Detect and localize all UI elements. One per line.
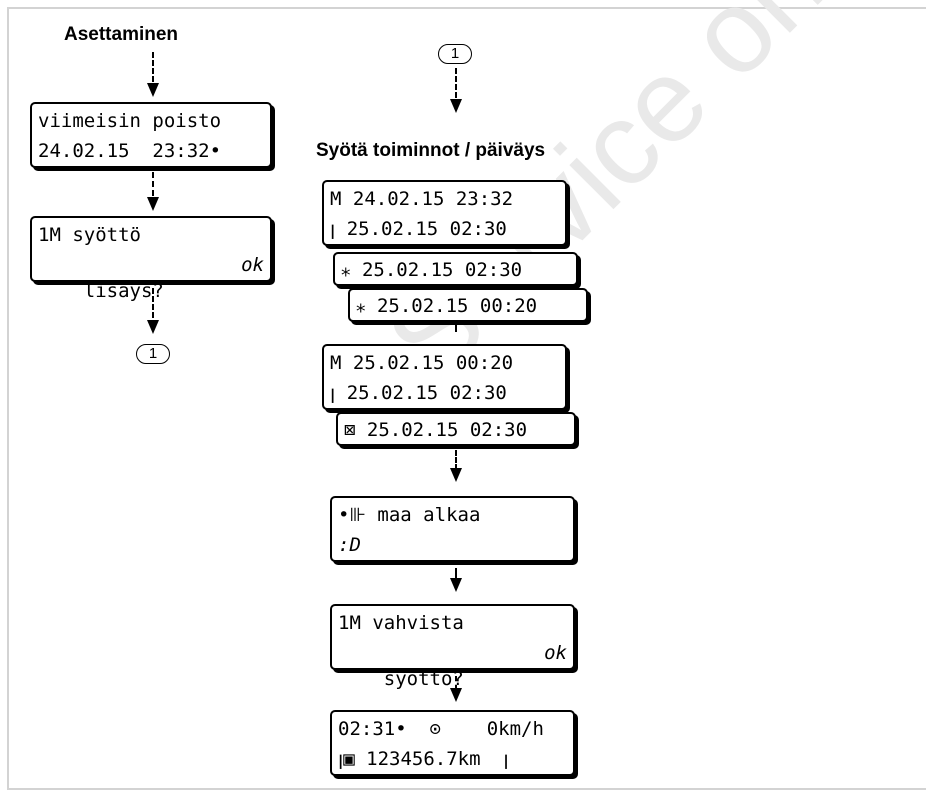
ok-label: ok bbox=[544, 642, 567, 664]
arrow-down-icon bbox=[450, 578, 462, 592]
display-rest-end: ⊠ 25.02.15 02:30 bbox=[336, 412, 576, 446]
arrow-down-icon bbox=[450, 468, 462, 482]
display-line: ⊠ 25.02.15 02:30 bbox=[344, 419, 528, 441]
connector-tick bbox=[455, 322, 457, 332]
step-marker-1: 1 bbox=[438, 44, 472, 64]
right-heading: Syötä toiminnot / päiväys bbox=[316, 140, 546, 161]
connector-line bbox=[455, 676, 457, 690]
display-line-2: ꞁ 25.02.15 02:30 bbox=[330, 382, 507, 404]
arrow-down-icon bbox=[147, 83, 159, 97]
display-manual-entry: 1M syöttö lisäys? ok bbox=[30, 216, 272, 302]
prompt-text: lisäys? bbox=[83, 280, 164, 302]
display-line-1: M 24.02.15 23:32 bbox=[330, 188, 514, 210]
display-manual-entry-1: M 24.02.15 23:32 ꞁ 25.02.15 02:30 bbox=[322, 180, 567, 246]
arrow-down-icon bbox=[147, 320, 159, 334]
prompt-text: syöttö? bbox=[383, 668, 464, 690]
display-country-start: •⊪ maa alkaa :D bbox=[330, 496, 575, 562]
display-line-1: •⊪ maa alkaa bbox=[338, 504, 481, 526]
left-heading: Asettaminen bbox=[64, 24, 179, 45]
connector-line bbox=[455, 568, 457, 582]
step-marker-1: 1 bbox=[136, 344, 170, 364]
connector-line bbox=[152, 172, 154, 196]
display-line-1: 1M vahvista bbox=[338, 612, 464, 634]
display-line: ⁎ 25.02.15 00:20 bbox=[356, 295, 538, 317]
diagram-frame bbox=[7, 7, 926, 790]
display-line-1: M 25.02.15 00:20 bbox=[330, 352, 514, 374]
display-line-1: viimeisin poisto bbox=[38, 110, 222, 132]
display-activity-start: ⁎ 25.02.15 02:30 bbox=[333, 252, 578, 286]
arrow-down-icon bbox=[147, 197, 159, 211]
display-last-removal: viimeisin poisto 24.02.15 23:32• bbox=[30, 102, 272, 168]
display-line-2: ꞁ▣ 123456.7km ꞁ bbox=[338, 748, 509, 770]
connector-line bbox=[152, 52, 154, 82]
display-standard: 02:31• ⊙ 0km/h ꞁ▣ 123456.7km ꞁ bbox=[330, 710, 575, 776]
display-manual-entry-2: M 25.02.15 00:20 ꞁ 25.02.15 02:30 bbox=[322, 344, 567, 410]
display-line-2: :D bbox=[338, 534, 361, 556]
display-line-1: 1M syöttö bbox=[38, 224, 141, 246]
display-line-2: lisäys? ok bbox=[38, 252, 264, 302]
connector-line bbox=[455, 68, 457, 98]
display-line-2: 24.02.15 23:32• bbox=[38, 140, 222, 162]
display-line: ⁎ 25.02.15 02:30 bbox=[341, 259, 523, 281]
arrow-down-icon bbox=[450, 688, 462, 702]
connector-line bbox=[455, 450, 457, 470]
display-line-2: syöttö? ok bbox=[338, 640, 567, 690]
arrow-down-icon bbox=[450, 99, 462, 113]
connector-line bbox=[152, 288, 154, 318]
display-line-1: 02:31• ⊙ 0km/h bbox=[338, 718, 544, 740]
display-confirm-entry: 1M vahvista syöttö? ok bbox=[330, 604, 575, 690]
ok-label: ok bbox=[241, 254, 264, 276]
display-line-2: ꞁ 25.02.15 02:30 bbox=[330, 218, 507, 240]
display-activity-end: ⁎ 25.02.15 00:20 bbox=[348, 288, 588, 322]
